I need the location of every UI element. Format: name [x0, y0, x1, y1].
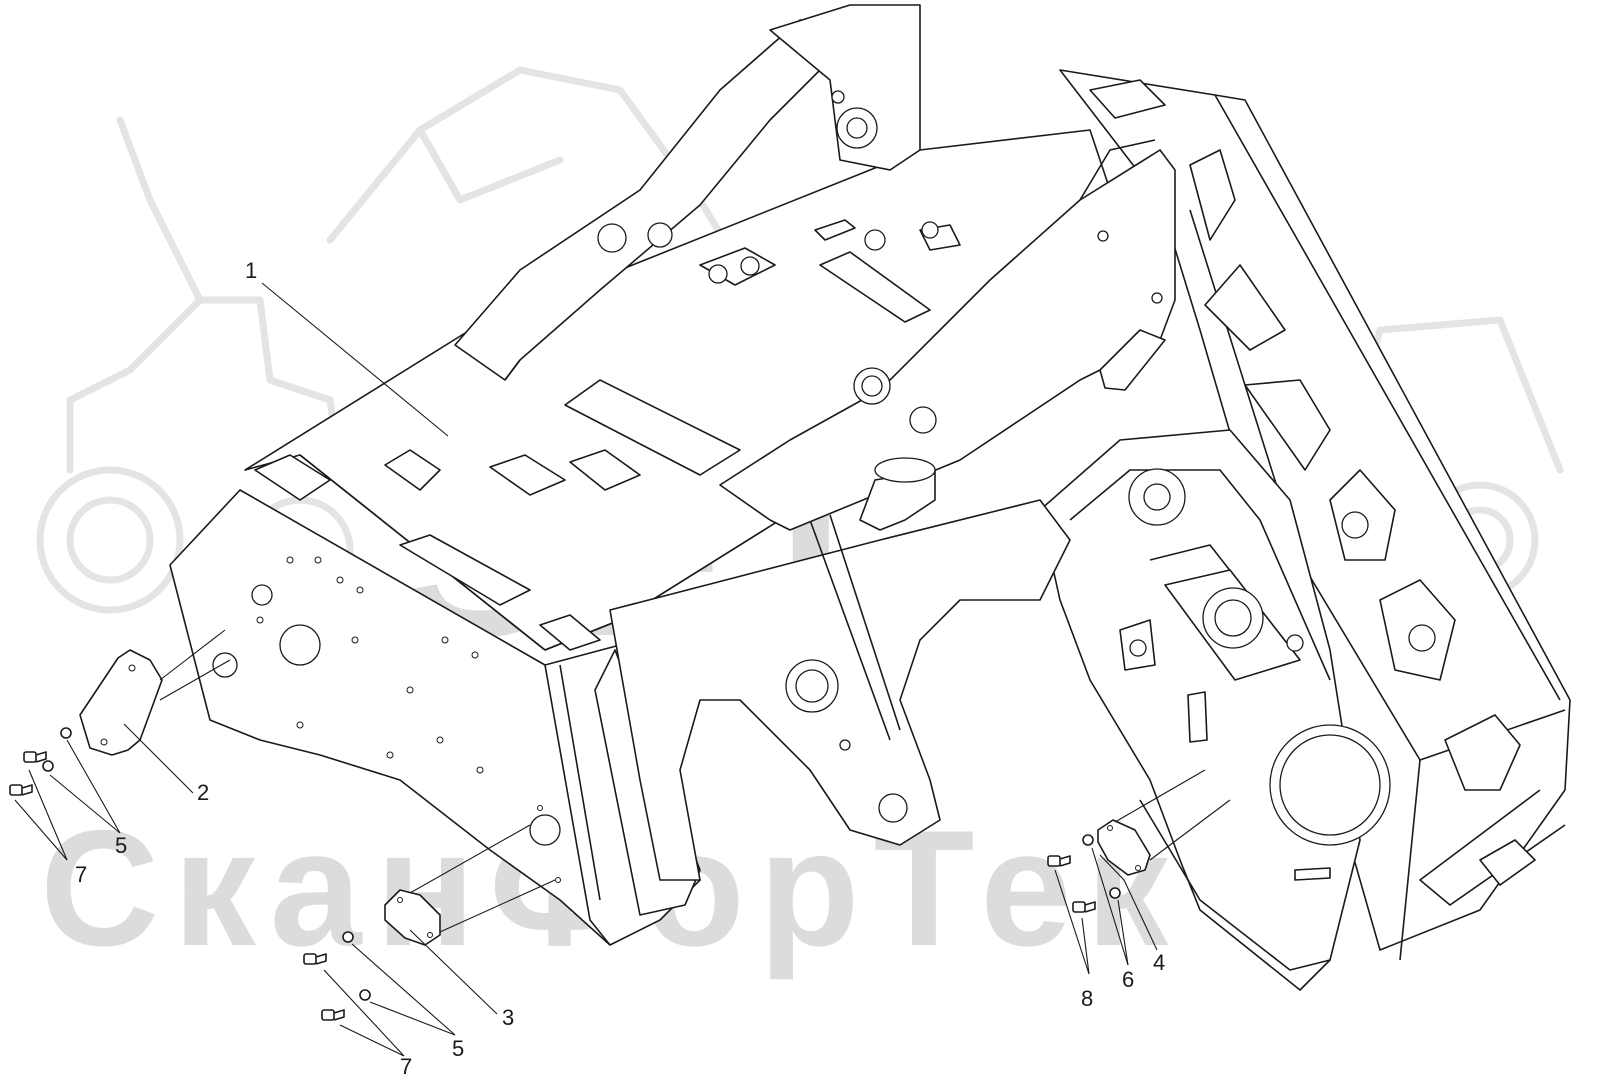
callout-labels: 1 2 3 4 5 5 6 7 7 8 — [75, 258, 1165, 1075]
callout-5-left: 5 — [115, 833, 127, 858]
callout-3: 3 — [502, 1005, 514, 1030]
callout-2: 2 — [197, 780, 209, 805]
leader-lines — [14, 282, 1158, 1057]
bolt-8-icon — [1047, 855, 1071, 867]
washer-5-icon — [60, 727, 72, 739]
callout-8: 8 — [1081, 986, 1093, 1011]
bolt-7-icon — [303, 953, 327, 965]
main-frame — [169, 4, 1176, 946]
washer-5-icon — [42, 760, 54, 772]
callout-6: 6 — [1122, 967, 1134, 992]
bolt-7-icon — [9, 784, 33, 796]
part-4-cover-plate — [1097, 769, 1231, 876]
washer-6-icon — [1109, 887, 1121, 899]
watermark-excavator-icon — [326, 66, 764, 304]
callout-1: 1 — [245, 258, 257, 283]
part-3-cover-plate — [384, 824, 556, 946]
bolt-7-icon — [23, 751, 47, 763]
fasteners — [9, 727, 1121, 1021]
callout-4: 4 — [1153, 950, 1165, 975]
washer-6-icon — [1082, 834, 1094, 846]
washer-5-icon — [342, 931, 354, 943]
part-2-cover-plate — [79, 629, 231, 756]
rear-housing — [1039, 429, 1391, 991]
callout-5-bottom: 5 — [452, 1036, 464, 1061]
washer-5-icon — [359, 989, 371, 1001]
callout-7-bottom: 7 — [400, 1054, 412, 1075]
bolt-8-icon — [1072, 901, 1096, 913]
bolt-7-icon — [321, 1009, 345, 1021]
callout-7-left: 7 — [75, 862, 87, 887]
right-box-beam — [1059, 69, 1571, 961]
